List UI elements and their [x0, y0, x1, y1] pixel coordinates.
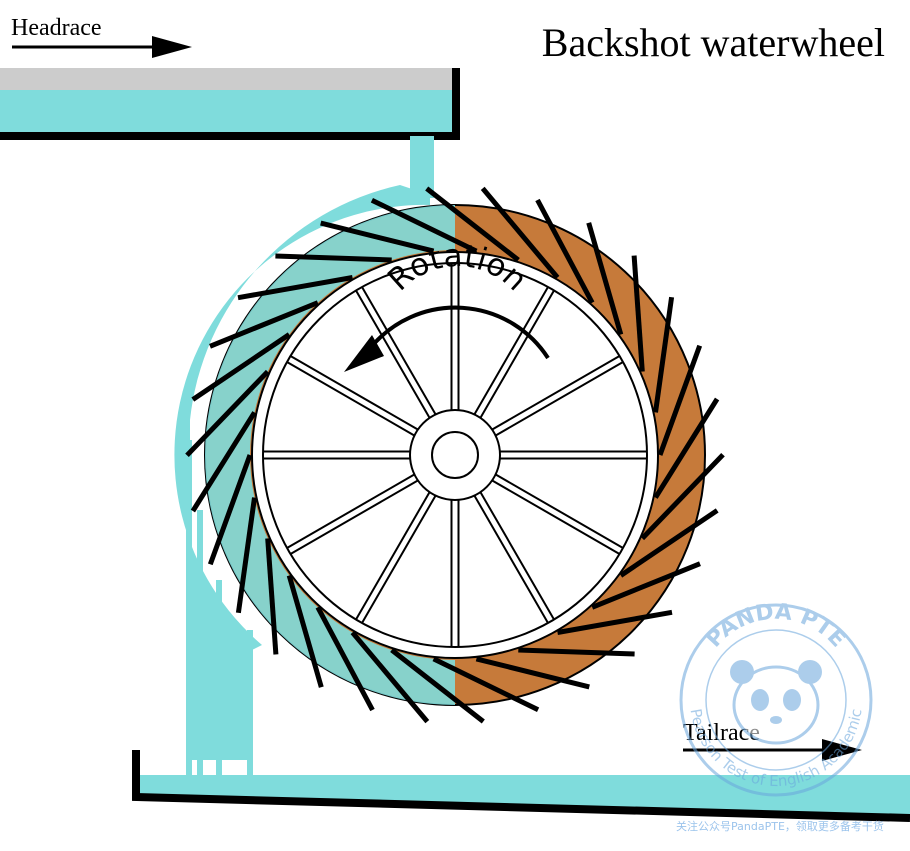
wheel-spoke: [361, 495, 437, 624]
panda-face-icon: [730, 660, 822, 745]
wheel-spoke: [491, 479, 621, 555]
wheel-blade: [265, 538, 279, 655]
headrace-flow-arrow: [12, 36, 192, 58]
wheel-spoke: [289, 479, 419, 555]
wheel-blade: [286, 574, 324, 688]
arrow-right-icon: [152, 36, 192, 58]
wheel-blade: [586, 222, 624, 336]
wheel-spoke: [355, 491, 431, 621]
wheel-blades: [185, 186, 725, 724]
wheel-blade: [619, 508, 719, 578]
wheel-blade: [557, 609, 673, 635]
arrow-right-icon: [822, 739, 862, 761]
wheel-blade: [191, 332, 291, 402]
wheel-spoke: [361, 286, 437, 415]
water-chute: [410, 136, 434, 198]
tailrace-wall: [132, 750, 910, 822]
wheel-spoke: [495, 473, 624, 549]
wheel-blade: [425, 186, 520, 262]
diagram-title: Backshot waterwheel: [542, 20, 885, 65]
wheel-spoke: [491, 355, 621, 431]
headrace-water: [0, 90, 452, 132]
wheel-blade: [518, 647, 635, 657]
wheel-blade: [190, 411, 257, 513]
headrace-wall: [0, 68, 460, 140]
wheel-spoke: [355, 289, 431, 419]
headrace-label: Headrace: [11, 15, 102, 41]
watermark-brand: PANDA PTE: [702, 600, 851, 653]
wheel-blade: [320, 220, 435, 254]
wheel-blade: [390, 648, 485, 724]
wheel-blade: [653, 296, 675, 413]
tailrace-flow-arrow: [683, 739, 862, 761]
wheel-spoke: [479, 289, 555, 419]
wheel-inner-ring: [262, 262, 648, 648]
wheel-blade: [275, 253, 392, 263]
wheel-blade: [315, 606, 375, 712]
wheel-blade: [185, 369, 270, 458]
tailrace-water: [140, 775, 910, 820]
wheel-spoke: [473, 495, 549, 624]
wheel-blade: [657, 344, 703, 456]
tailrace-channel: [132, 750, 910, 822]
wheel-spoke: [495, 361, 624, 437]
wheel-spoke: [286, 473, 415, 549]
watermark-footer: 关注公众号PandaPTE，领取更多备考干货: [676, 819, 884, 833]
wheel-blade: [653, 397, 720, 499]
wheel-blade: [235, 497, 257, 614]
headrace-top-surface: [0, 68, 452, 90]
wheel-spoke: [479, 491, 555, 621]
wheel-blade: [432, 656, 540, 713]
wheel-blade: [207, 454, 253, 566]
wheel-spoke: [286, 361, 415, 437]
wheel-blade: [640, 452, 725, 541]
wheel-blade: [475, 656, 590, 690]
wheel-blade: [535, 198, 595, 304]
wheel-blade: [480, 186, 560, 280]
wheel-blade: [591, 561, 701, 610]
wheel-blade: [350, 630, 430, 724]
rotation-arrow: [344, 305, 550, 372]
falling-water-streams: [186, 440, 253, 775]
wheel-spoke: [473, 286, 549, 415]
wheel-axle: [431, 431, 479, 479]
wheel-blade: [209, 300, 319, 349]
headrace-channel: [0, 68, 460, 198]
panda-pte-watermark: PANDA PTE Pearson Test of English Academ…: [679, 600, 873, 797]
wheel-spoke: [289, 355, 419, 431]
rotation-arrowhead-icon: [344, 335, 384, 372]
wheel-blade: [631, 255, 645, 372]
wheel-spokes: [262, 262, 648, 648]
wheel-blade: [237, 275, 353, 301]
wheel-blade: [370, 197, 478, 254]
